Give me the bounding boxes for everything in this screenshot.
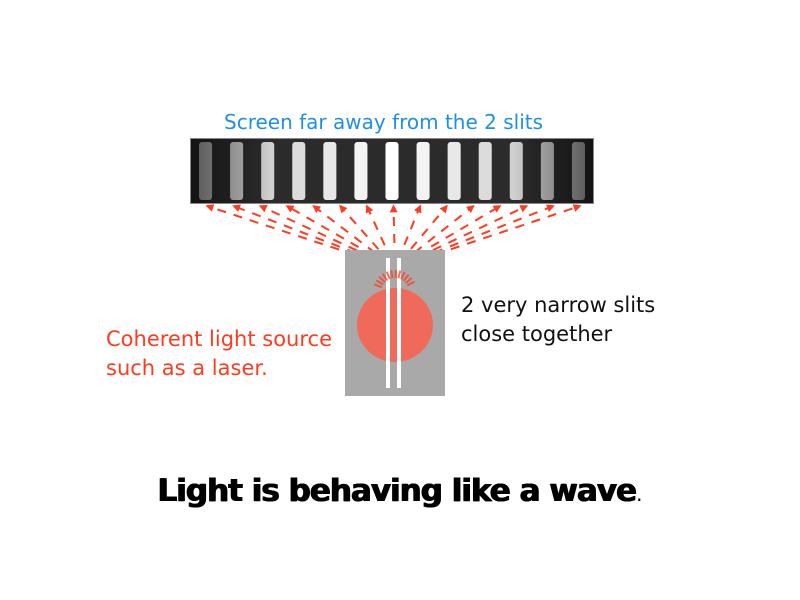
light-ray-arrow	[232, 204, 388, 267]
slits-label-line-1: 2 very narrow slits	[461, 293, 656, 317]
slit-ray	[390, 270, 394, 279]
light-source-label: Coherent light source such as a laser.	[106, 325, 332, 383]
slit-ray	[375, 279, 384, 286]
slit-ray	[405, 277, 413, 284]
laser-spot	[357, 288, 433, 362]
slit-ray	[378, 275, 386, 283]
slit-1	[386, 258, 390, 388]
slit-2	[397, 258, 401, 388]
light-ray-arrow	[399, 204, 448, 263]
conclusion-main: Light is behaving like a wave	[157, 473, 638, 509]
slit-ray	[397, 270, 402, 279]
light-source-label-line-1: Coherent light source	[106, 327, 333, 351]
slit-ray	[402, 274, 410, 282]
light-ray-arrow	[339, 204, 391, 263]
slit-ray	[400, 271, 406, 280]
slit-ray	[385, 271, 391, 280]
slits-label: 2 very narrow slits close together	[461, 291, 655, 349]
screen-label: Screen far away from the 2 slits	[224, 110, 544, 134]
slit-ray	[373, 283, 383, 289]
conclusion-period: .	[636, 482, 643, 506]
slit-ray	[406, 280, 415, 287]
slits-label-line-2: close together	[461, 322, 613, 346]
light-ray-arrow	[402, 204, 582, 267]
interference-pattern	[190, 138, 594, 204]
slit-ray	[381, 273, 389, 281]
light-ray-arrow	[400, 205, 475, 264]
conclusion-text: Light is behaving like a wave.	[0, 473, 800, 509]
slit-plate	[345, 250, 445, 396]
light-ray-arrow	[205, 204, 388, 267]
slit-emission-rays	[373, 269, 415, 289]
light-source-label-line-2: such as a laser.	[106, 356, 268, 380]
